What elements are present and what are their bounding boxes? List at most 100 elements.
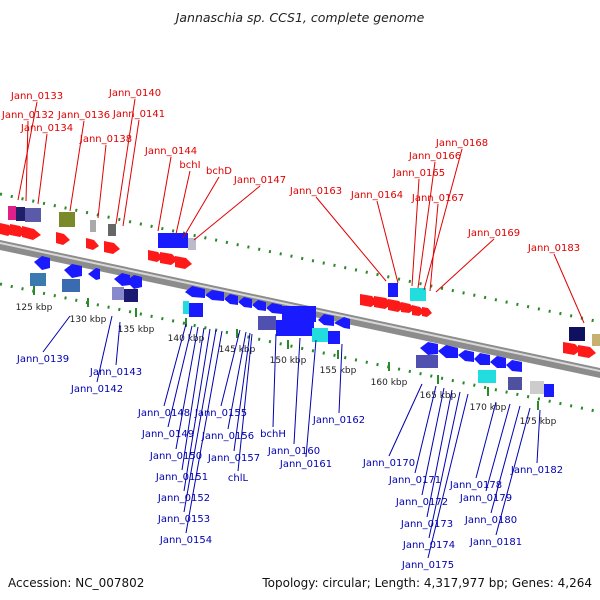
gene-label[interactable]: Jann_0154	[159, 535, 212, 546]
gene-label[interactable]: Jann_0163	[289, 186, 342, 197]
gene-label[interactable]: Jann_0147	[233, 175, 286, 186]
axis-tick-label: 130 kbp	[70, 315, 107, 325]
gene-block	[276, 320, 314, 336]
gene-block	[478, 370, 496, 383]
axis-tick-label: 155 kbp	[320, 366, 357, 376]
gene-label[interactable]: Jann_0164	[350, 190, 403, 201]
gene-label[interactable]: Jann_0138	[79, 134, 132, 145]
gene-label[interactable]: Jann_0156	[201, 431, 254, 442]
reverse-gene-arrow	[205, 290, 224, 301]
gene-label[interactable]: bchD	[206, 166, 232, 177]
gene-leader-line	[97, 144, 107, 219]
gene-block	[59, 212, 75, 227]
gene-leader-line	[185, 330, 223, 534]
gene-label[interactable]: Jann_0152	[157, 493, 210, 504]
gene-label[interactable]: Jann_0169	[467, 228, 520, 239]
axis-tick-label: 145 kbp	[219, 345, 256, 355]
gene-label[interactable]: Jann_0179	[459, 493, 512, 504]
gene-label[interactable]: Jann_0173	[400, 519, 453, 530]
gene-label[interactable]: Jann_0133	[10, 91, 63, 102]
reverse-gene-arrow	[474, 353, 490, 365]
reverse-gene-arrow	[88, 268, 100, 280]
gene-label[interactable]: Jann_0180	[464, 515, 517, 526]
gene-label[interactable]: Jann_0151	[155, 472, 208, 483]
reverse-gene-arrow	[458, 350, 474, 362]
gene-label[interactable]: Jann_0150	[149, 451, 202, 462]
axis-tick-label: 170 kbp	[470, 403, 507, 413]
gene-label[interactable]: Jann_0174	[402, 540, 455, 551]
gene-label[interactable]: Jann_0157	[207, 453, 260, 464]
forward-gene-arrow	[360, 294, 378, 307]
gene-label[interactable]: Jann_0144	[144, 146, 197, 157]
gene-leader-line	[388, 383, 423, 457]
gene-block	[530, 381, 544, 394]
forward-gene-arrow	[160, 252, 178, 265]
gene-label[interactable]: Jann_0139	[16, 354, 69, 365]
gene-label[interactable]: Jann_0161	[279, 459, 332, 470]
gene-block	[124, 289, 138, 302]
gene-leader-line	[428, 391, 461, 539]
gene-label[interactable]: Jann_0160	[267, 446, 320, 457]
gene-leader-line	[475, 401, 497, 479]
gene-block	[544, 384, 554, 397]
gene-leader-line	[536, 409, 541, 464]
gene-label[interactable]: bchI	[179, 160, 200, 171]
forward-gene-arrow	[412, 305, 425, 316]
gene-label[interactable]: Jann_0168	[435, 138, 488, 149]
gene-block	[569, 327, 585, 341]
forward-gene-arrow	[22, 226, 41, 240]
gene-label[interactable]: Jann_0162	[312, 415, 365, 426]
gene-label[interactable]: Jann_0134	[20, 123, 73, 134]
gene-label[interactable]: Jann_0178	[449, 480, 502, 491]
genome-summary-text: Topology: circular; Length: 4,317,977 bp…	[261, 576, 592, 590]
gene-label[interactable]: Jann_0183	[527, 243, 580, 254]
gene-label[interactable]: chlL	[228, 473, 249, 484]
reverse-gene-arrow	[238, 297, 252, 308]
forward-gene-arrow	[86, 238, 99, 250]
gene-leader-line	[227, 331, 247, 430]
gene-block	[508, 377, 522, 390]
gene-leader-line	[417, 161, 436, 289]
axis-tick-label: 125 kbp	[16, 303, 53, 313]
gene-label[interactable]: Jann_0140	[108, 88, 161, 99]
forward-gene-arrow	[422, 307, 432, 317]
gene-block	[189, 303, 203, 317]
forward-gene-arrow	[388, 299, 405, 312]
gene-label[interactable]: Jann_0181	[469, 537, 522, 548]
gene-label[interactable]: Jann_0132	[1, 110, 54, 121]
gene-leader-line	[167, 325, 193, 428]
gene-block	[8, 206, 16, 220]
gene-label[interactable]: Jann_0148	[137, 408, 190, 419]
gene-label[interactable]: bchH	[260, 429, 286, 440]
gene-leader-line	[272, 333, 277, 428]
reverse-gene-arrow	[334, 317, 350, 329]
gene-label[interactable]: Jann_0182	[510, 465, 563, 476]
gene-label[interactable]: Jann_0141	[112, 109, 165, 120]
gene-label[interactable]: Jann_0143	[89, 367, 142, 378]
gene-label[interactable]: Jann_0165	[392, 168, 445, 179]
gene-leader-line	[293, 337, 301, 445]
gene-label[interactable]: Jann_0153	[157, 514, 210, 525]
gene-leader-line	[175, 326, 199, 450]
gene-leader-line	[485, 403, 511, 492]
gene-label[interactable]: Jann_0142	[70, 384, 123, 395]
reverse-gene-arrow	[114, 273, 130, 286]
gene-label[interactable]: Jann_0167	[411, 193, 464, 204]
gene-label[interactable]: Jann_0172	[395, 497, 448, 508]
gene-label[interactable]: Jann_0155	[194, 408, 247, 419]
gene-label[interactable]: Jann_0136	[57, 110, 110, 121]
gene-label[interactable]: Jann_0175	[401, 560, 454, 571]
gene-block	[328, 331, 340, 344]
gene-label[interactable]: Jann_0171	[388, 475, 441, 486]
gene-leader-line	[157, 156, 172, 232]
reverse-gene-arrow	[318, 314, 334, 326]
gene-label[interactable]: Jann_0166	[408, 151, 461, 162]
gene-label[interactable]: Jann_0149	[141, 429, 194, 440]
accession-text: Accession: NC_007802	[8, 576, 144, 590]
gene-leader-line	[220, 329, 241, 407]
gene-leader-line	[69, 120, 85, 212]
axis-tick-label: 175 kbp	[520, 417, 557, 427]
gene-leader-line	[193, 185, 261, 241]
gene-label[interactable]: Jann_0170	[362, 458, 415, 469]
